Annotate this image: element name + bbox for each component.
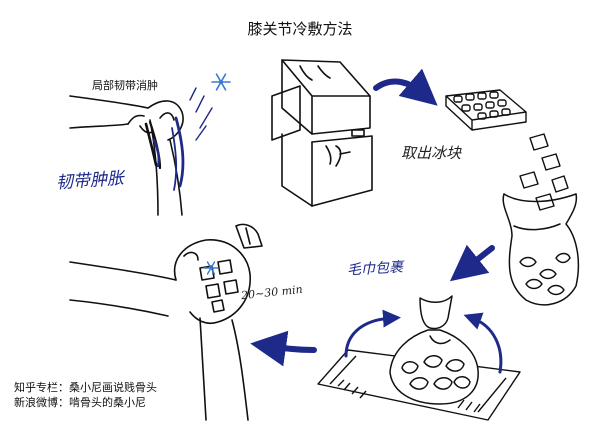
towel-icon <box>317 349 521 421</box>
ice-tray-icon <box>445 89 527 131</box>
snowflake-icon <box>211 73 231 91</box>
label-towel-wrap: 毛巾包裹 <box>346 259 404 279</box>
ice-cube-icon <box>519 133 569 211</box>
freezer-icon <box>271 59 373 207</box>
wrap-arrow-icon <box>344 309 503 374</box>
page-title: 膝关节冷敷方法 <box>247 20 353 38</box>
label-ligament-swelling: 韧带肿胀 <box>55 168 125 194</box>
label-ligament-reduce-swelling: 局部韧带消肿 <box>92 79 158 92</box>
ice-bag-wrapped <box>389 295 479 405</box>
credit-zhihu: 知乎专栏：桑小尼画说贱骨头 <box>14 381 157 394</box>
cold-lines <box>189 87 213 141</box>
credit-weibo: 新浪微博：啃骨头的桑小尼 <box>14 396 146 409</box>
label-take-out-ice: 取出冰块 <box>401 144 462 162</box>
ice-bag-icon <box>502 193 580 306</box>
flow-arrow-icon <box>250 68 495 367</box>
snowflake-icon <box>203 261 219 275</box>
knee-ligament-figure <box>69 95 185 216</box>
knee-icepack-figure <box>69 223 263 421</box>
